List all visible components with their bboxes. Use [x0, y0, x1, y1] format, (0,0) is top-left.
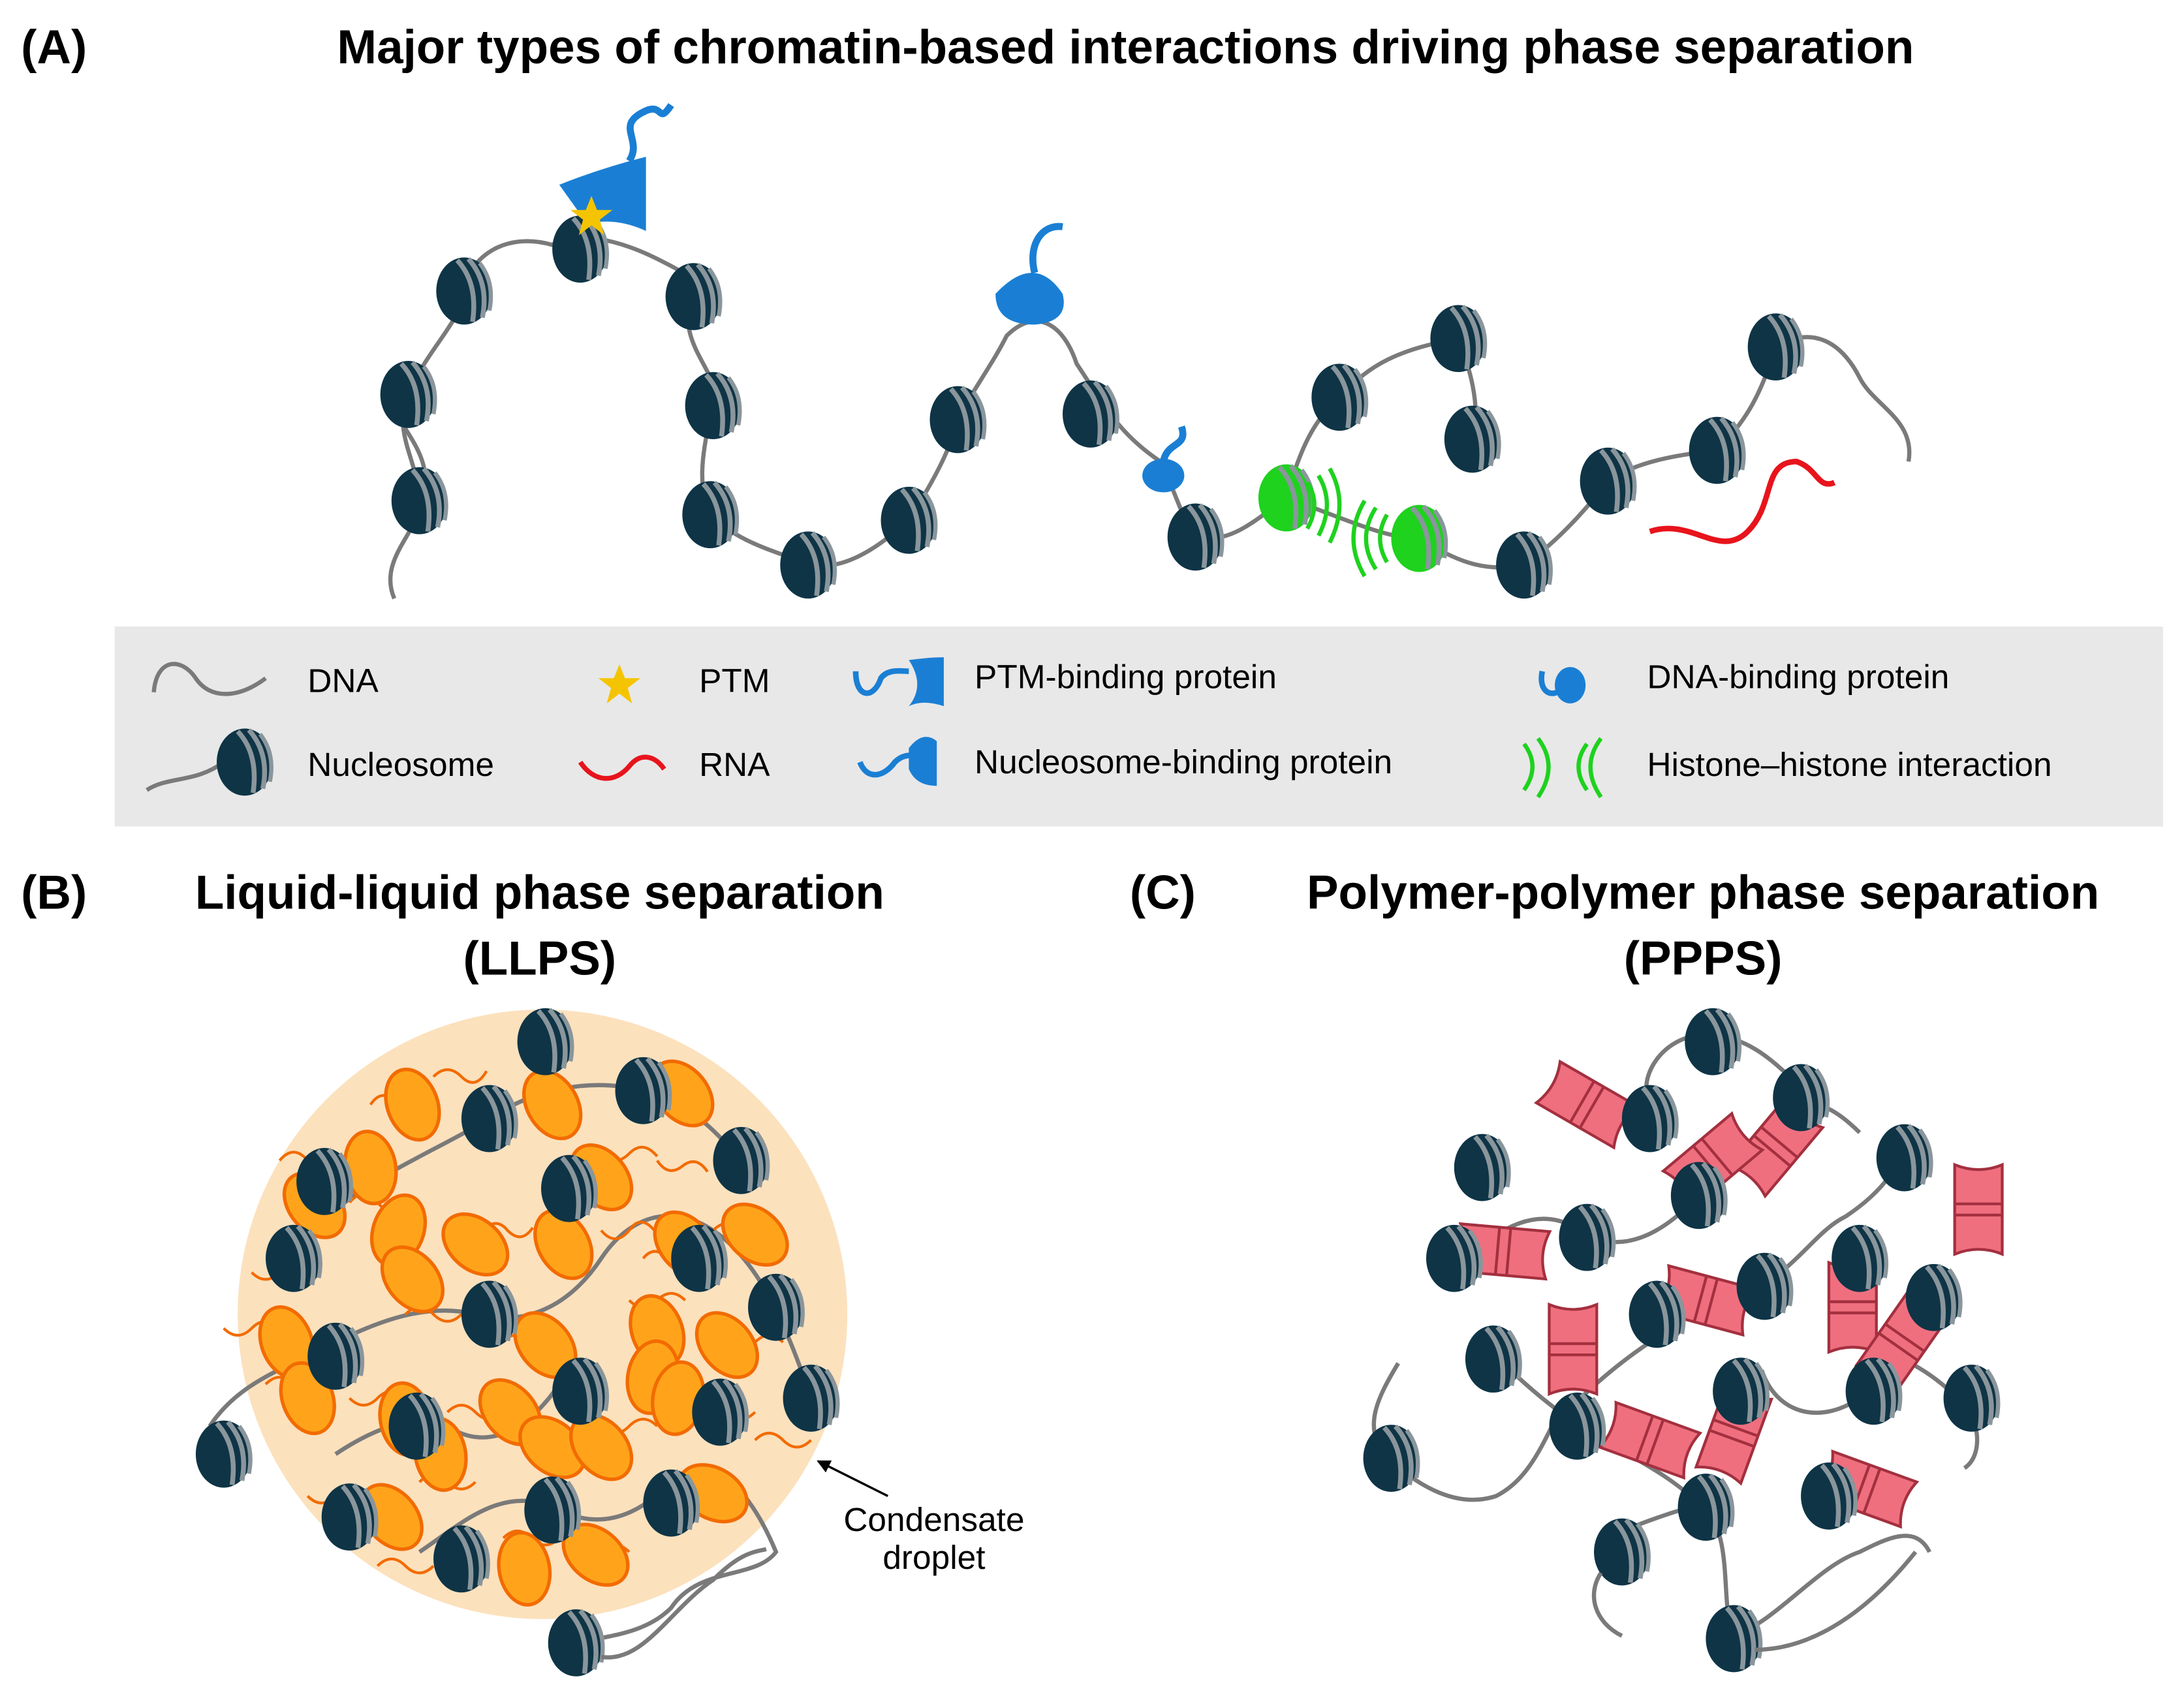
- legend-dna-binding-protein: DNA-binding protein: [1647, 657, 1949, 695]
- legend-nucleosome: Nucleosome: [307, 745, 494, 783]
- legend-rna: RNA: [699, 745, 770, 783]
- nucleosome-binding-protein-shape: [995, 273, 1064, 325]
- dna-binding-protein-shape: [1142, 458, 1185, 493]
- ptm-star-icon: [570, 196, 613, 236]
- legend-dna: DNA: [307, 662, 379, 700]
- legend: DNA Nucleosome PTM RNA PTM-binding prote…: [114, 626, 2163, 827]
- panel-c-letter: (C): [1130, 867, 1196, 920]
- nucleosome-icon-line: [146, 760, 225, 792]
- callout-arrow: [817, 1460, 889, 1497]
- legend-background: [114, 626, 2163, 827]
- dna-icon: [151, 662, 267, 696]
- panel-a-letter: (A): [21, 21, 87, 74]
- ptm-icon: [598, 664, 641, 703]
- panel-b-letter: (B): [21, 867, 87, 920]
- ptm-binding-protein-icon: [852, 657, 944, 707]
- legend-ptm-binding-protein: PTM-binding protein: [975, 657, 1277, 695]
- panel-a-title: Major types of chromatin-based interacti…: [337, 21, 1914, 74]
- histone-arcs-a: [1305, 467, 1389, 578]
- callout-line2: droplet: [882, 1538, 985, 1576]
- panel-b-title-line1: Liquid-liquid phase separation: [195, 867, 884, 920]
- dna-binding-protein-icon: [1538, 667, 1586, 703]
- llps-droplet: [196, 1008, 848, 1677]
- nucleosome-binding-protein-icon: [857, 737, 937, 786]
- callout-line1: Condensate: [843, 1500, 1024, 1538]
- rna-icon: [578, 754, 666, 781]
- rna-strand-a: [1649, 458, 1836, 544]
- ppps-cluster: [1364, 1008, 2003, 1673]
- panel-c-title-line1: Polymer-polymer phase separation: [1307, 867, 2099, 920]
- nucleosome-icon: [217, 728, 273, 796]
- legend-ptm: PTM: [699, 662, 770, 700]
- legend-nucleosome-binding-protein: Nucleosome-binding protein: [975, 743, 1392, 781]
- chromatin-fiber-a: [381, 102, 1912, 598]
- panel-c-title-line2: (PPPS): [1624, 932, 1783, 985]
- panel-b-title-line2: (LLPS): [463, 932, 617, 985]
- legend-histone-histone-interaction: Histone–histone interaction: [1647, 745, 2051, 783]
- histone-interaction-icon: [1522, 737, 1603, 799]
